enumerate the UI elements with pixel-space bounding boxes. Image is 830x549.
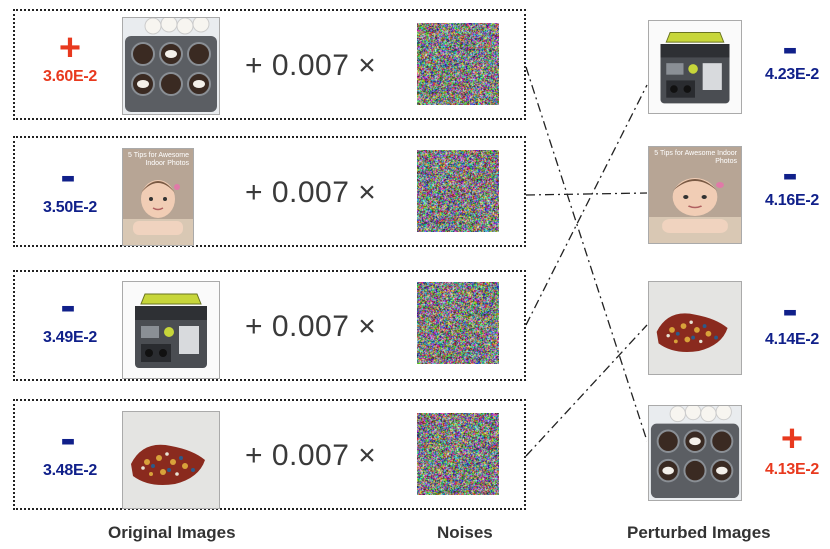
sign-positive: + <box>58 27 82 69</box>
noise-image <box>417 413 499 495</box>
link-row2-to-perturbed2 <box>525 192 648 196</box>
caption-perturbed-images: Perturbed Images <box>627 523 771 542</box>
muffin-tray-image <box>122 17 220 115</box>
noise-multiplier-text: + 0.007 × <box>245 310 377 343</box>
perturbed-sign-positive: + <box>780 418 804 460</box>
perturbed-cloth-bag-image <box>648 281 742 375</box>
baby-photo-image: 5 Tips for Awesome Indoor Photos <box>122 148 194 246</box>
perturbed-gradient-value: 4.14E-2 <box>765 331 819 348</box>
original-row-3: - 3.49E-2 + 0.007 × <box>13 270 526 381</box>
perturbed-baby-photo-image: 5 Tips for Awesome Indoor Photos <box>648 146 742 244</box>
cloth-bag-image <box>122 411 220 509</box>
sign-negative: - <box>60 279 76 331</box>
perturbed-sign-negative: - <box>782 21 798 73</box>
power-station-image <box>122 281 220 379</box>
gradient-value: 3.49E-2 <box>43 329 97 346</box>
link-row1-to-perturbed4 <box>525 66 648 442</box>
gradient-value: 3.60E-2 <box>43 68 97 85</box>
noise-multiplier-text: + 0.007 × <box>245 439 377 472</box>
noise-image <box>417 150 499 232</box>
caption-noises: Noises <box>437 523 493 542</box>
perturbed-power-station-image <box>648 20 742 114</box>
sign-negative: - <box>60 149 76 201</box>
perturbed-gradient-value: 4.13E-2 <box>765 461 819 478</box>
gradient-value: 3.48E-2 <box>43 462 97 479</box>
perturbed-sign-negative: - <box>782 147 798 199</box>
perturbed-gradient-value: 4.16E-2 <box>765 192 819 209</box>
noise-multiplier-text: + 0.007 × <box>245 49 377 82</box>
link-row4-to-perturbed3 <box>525 324 648 457</box>
sign-negative: - <box>60 412 76 464</box>
perturbed-muffin-tray-image <box>648 405 742 501</box>
noise-image <box>417 23 499 105</box>
noise-image <box>417 282 499 364</box>
original-row-4: - 3.48E-2 + 0.007 × <box>13 399 526 510</box>
photo-title-text: 5 Tips for Awesome Indoor Photos <box>128 152 189 167</box>
photo-title-text: 5 Tips for Awesome Indoor Photos <box>654 150 737 165</box>
link-row3-to-perturbed1 <box>525 84 648 326</box>
caption-original-images: Original Images <box>108 523 236 542</box>
perturbed-gradient-value: 4.23E-2 <box>765 66 819 83</box>
original-row-2: - 3.50E-2 5 Tips for Awesome Indoor Phot… <box>13 136 526 247</box>
gradient-value: 3.50E-2 <box>43 199 97 216</box>
perturbed-sign-negative: - <box>782 283 798 335</box>
original-row-1: + 3.60E-2 + 0.007 × <box>13 9 526 120</box>
noise-multiplier-text: + 0.007 × <box>245 176 377 209</box>
